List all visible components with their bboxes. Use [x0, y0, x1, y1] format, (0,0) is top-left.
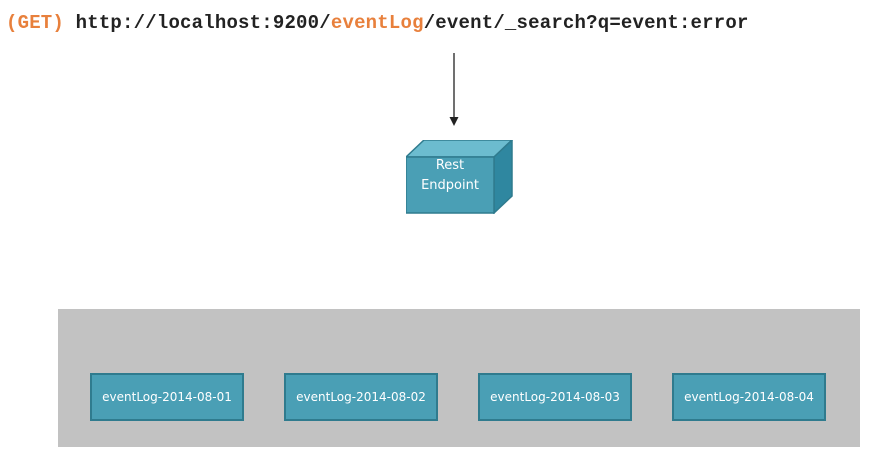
index-node: eventLog-2014-08-02: [284, 373, 438, 421]
index-node: eventLog-2014-08-01: [90, 373, 244, 421]
index-cluster: eventLog-2014-08-01 eventLog-2014-08-02 …: [58, 309, 860, 447]
index-label: eventLog-2014-08-04: [684, 390, 814, 404]
index-label: eventLog-2014-08-02: [296, 390, 426, 404]
rest-endpoint-cube: [406, 140, 514, 214]
url-suffix: /event/_search?q=event:error: [423, 12, 749, 34]
rest-endpoint-label: Rest Endpoint: [406, 156, 494, 196]
endpoint-label-line-2: Endpoint: [421, 178, 479, 193]
rest-endpoint-node: Rest Endpoint: [406, 140, 514, 214]
index-label: eventLog-2014-08-03: [490, 390, 620, 404]
url-prefix: http://localhost:9200/: [75, 12, 331, 34]
index-label: eventLog-2014-08-01: [102, 390, 232, 404]
index-node: eventLog-2014-08-04: [672, 373, 826, 421]
endpoint-label-line-1: Rest: [435, 158, 465, 173]
url-index-name: eventLog: [330, 12, 424, 34]
index-node: eventLog-2014-08-03: [478, 373, 632, 421]
http-method: (GET): [6, 12, 65, 34]
request-url: (GET) http://localhost:9200/eventLog/eve…: [6, 10, 749, 36]
